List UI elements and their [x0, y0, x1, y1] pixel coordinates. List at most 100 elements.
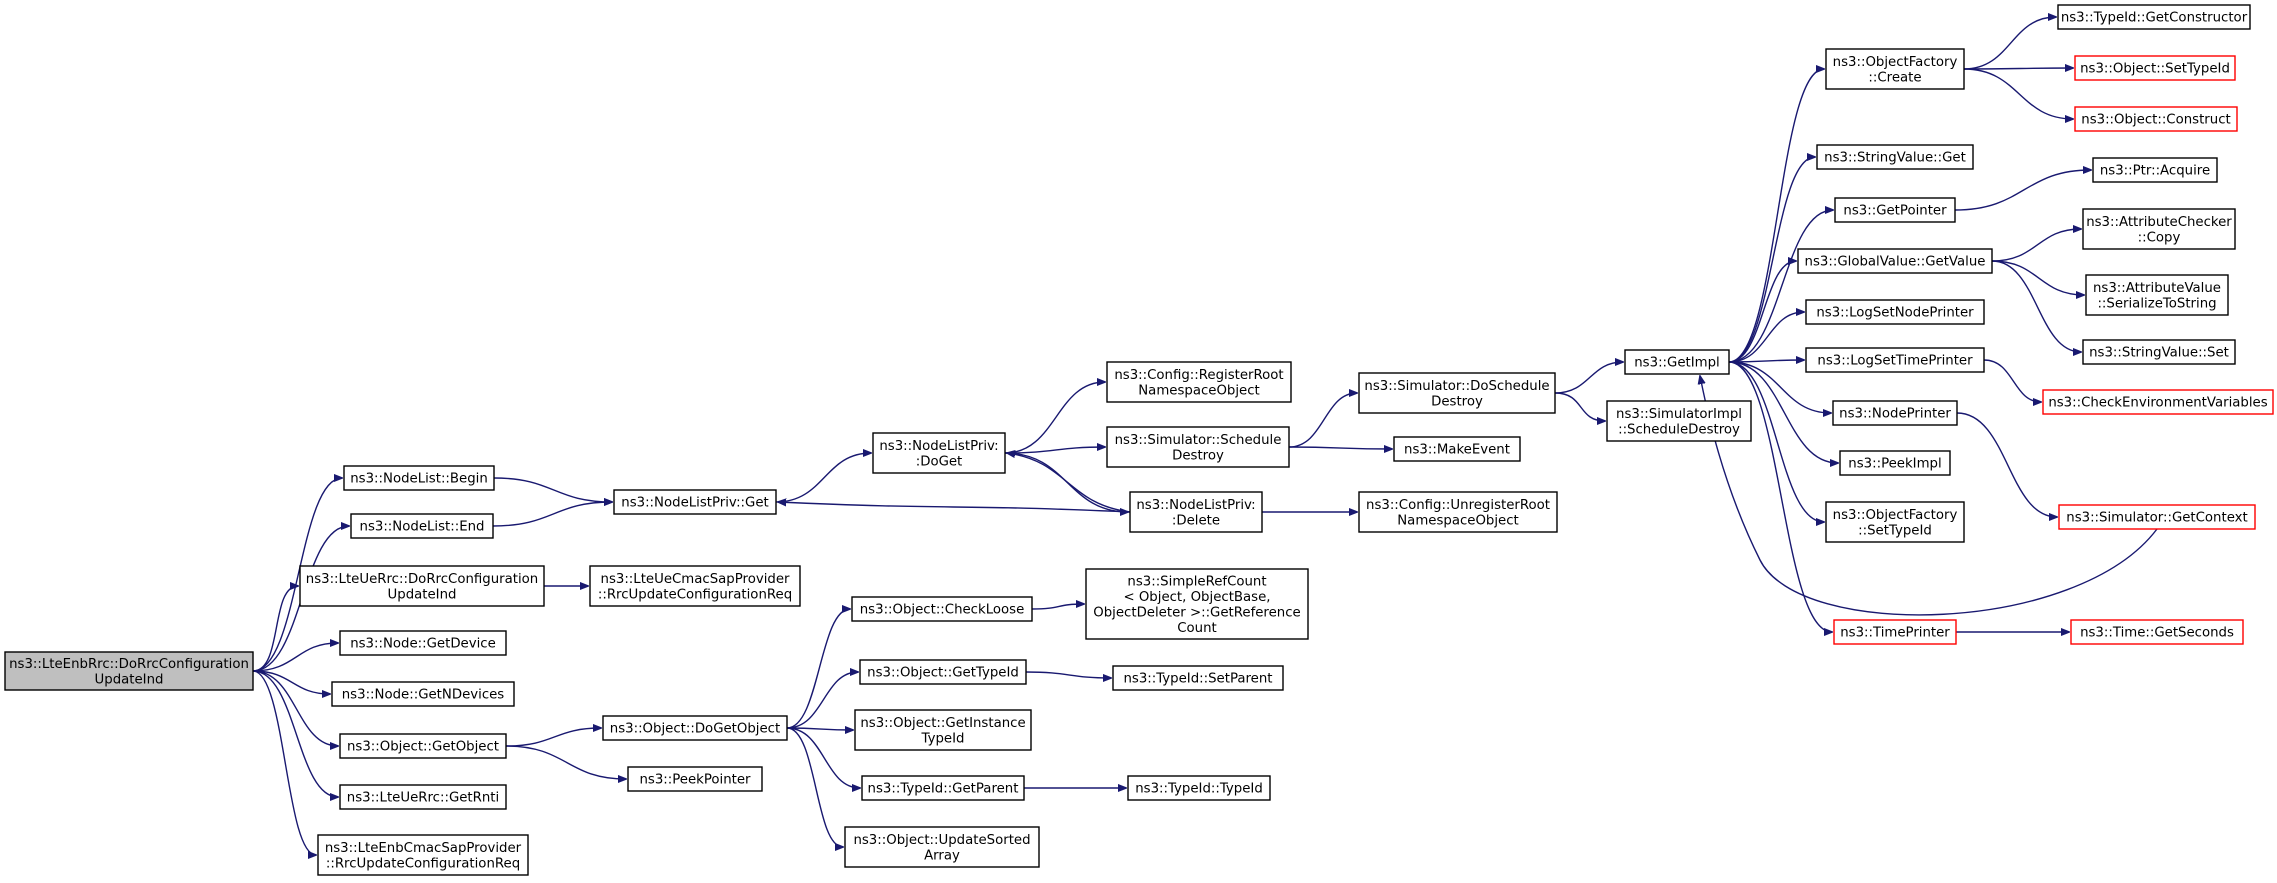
node-objfactory-create[interactable]: ns3::ObjectFactory::Create	[1825, 48, 1965, 90]
node-ue-getrnti[interactable]: ns3::LteUeRrc::GetRnti	[339, 784, 507, 810]
node-obj-checkloose[interactable]: ns3::Object::CheckLoose	[851, 596, 1033, 622]
node-box[interactable]	[1085, 568, 1309, 640]
node-box[interactable]	[613, 489, 777, 515]
node-ptr-acquire[interactable]: ns3::Ptr::Acquire	[2092, 157, 2218, 183]
node-typeid-getconstructor[interactable]: ns3::TypeId::GetConstructor	[2057, 4, 2251, 30]
node-stringvalue-set[interactable]: ns3::StringValue::Set	[2082, 339, 2236, 365]
node-box[interactable]	[299, 565, 545, 607]
node-box[interactable]	[2057, 4, 2251, 30]
node-box[interactable]	[2042, 389, 2274, 415]
node-peekpointer[interactable]: ns3::PeekPointer	[627, 766, 763, 792]
node-box[interactable]	[343, 465, 495, 491]
node-box[interactable]	[627, 766, 763, 792]
node-obj-gettypeid[interactable]: ns3::Object::GetTypeId	[859, 659, 1027, 685]
node-peekimpl[interactable]: ns3::PeekImpl	[1839, 450, 1951, 476]
node-node-getndevices[interactable]: ns3::Node::GetNDevices	[331, 681, 515, 707]
node-box[interactable]	[1816, 144, 1974, 170]
node-typeid-getparent[interactable]: ns3::TypeId::GetParent	[861, 775, 1025, 801]
node-box[interactable]	[602, 715, 788, 741]
node-box[interactable]	[2082, 208, 2236, 250]
node-box[interactable]	[851, 596, 1033, 622]
node-box[interactable]	[1825, 501, 1965, 543]
node-attrvalue-serialize[interactable]: ns3::AttributeValue::SerializeToString	[2085, 274, 2229, 316]
node-checkenvvars[interactable]: ns3::CheckEnvironmentVariables	[2042, 389, 2274, 415]
node-box[interactable]	[854, 709, 1032, 751]
node-box[interactable]	[2085, 274, 2229, 316]
node-nlp-delete[interactable]: ns3::NodeListPriv::Delete	[1129, 491, 1263, 533]
node-box[interactable]	[339, 733, 507, 759]
node-sim-getcontext[interactable]: ns3::Simulator::GetContext	[2058, 504, 2256, 530]
node-obj-dogetobject[interactable]: ns3::Object::DoGetObject	[602, 715, 788, 741]
node-box[interactable]	[1393, 436, 1521, 462]
node-box[interactable]	[1106, 426, 1290, 468]
node-box[interactable]	[1127, 775, 1271, 801]
node-obj-construct[interactable]: ns3::Object::Construct	[2074, 106, 2238, 132]
node-box[interactable]	[1832, 400, 1958, 426]
node-simplerefcount[interactable]: ns3::SimpleRefCount< Object, ObjectBase,…	[1085, 568, 1309, 640]
node-enbcmac-rrcupd[interactable]: ns3::LteEnbCmacSapProvider::RrcUpdateCon…	[317, 834, 529, 876]
node-box[interactable]	[339, 784, 507, 810]
node-nlp-get[interactable]: ns3::NodeListPriv::Get	[613, 489, 777, 515]
node-time-getseconds[interactable]: ns3::Time::GetSeconds	[2070, 619, 2244, 645]
node-box[interactable]	[844, 826, 1040, 868]
node-box[interactable]	[4, 651, 254, 691]
node-nlp-doget[interactable]: ns3::NodeListPriv::DoGet	[872, 432, 1006, 474]
node-box[interactable]	[2058, 504, 2256, 530]
node-logsetnodeprinter[interactable]: ns3::LogSetNodePrinter	[1805, 299, 1985, 325]
node-box[interactable]	[2092, 157, 2218, 183]
node-box[interactable]	[1834, 197, 1956, 223]
node-typeid-typeid[interactable]: ns3::TypeId::TypeId	[1127, 775, 1271, 801]
node-box[interactable]	[1358, 491, 1558, 533]
node-objfactory-settypeid[interactable]: ns3::ObjectFactory::SetTypeId	[1825, 501, 1965, 543]
node-root[interactable]: ns3::LteEnbRrc::DoRrcConfigurationUpdate…	[4, 651, 254, 691]
node-ue-dorrc[interactable]: ns3::LteUeRrc::DoRrcConfigurationUpdateI…	[299, 565, 545, 607]
node-obj-getobject[interactable]: ns3::Object::GetObject	[339, 733, 507, 759]
node-box[interactable]	[1358, 372, 1556, 414]
node-box[interactable]	[1112, 665, 1284, 691]
node-box[interactable]	[861, 775, 1025, 801]
node-box[interactable]	[317, 834, 529, 876]
node-box[interactable]	[1805, 299, 1985, 325]
node-box[interactable]	[2074, 106, 2238, 132]
node-getimpl[interactable]: ns3::GetImpl	[1624, 349, 1730, 375]
node-stringvalue-get[interactable]: ns3::StringValue::Get	[1816, 144, 1974, 170]
node-box[interactable]	[1606, 400, 1752, 442]
node-nl-end[interactable]: ns3::NodeList::End	[350, 513, 494, 539]
node-timeprinter[interactable]: ns3::TimePrinter	[1833, 619, 1957, 645]
node-uecmac-rrcupd[interactable]: ns3::LteUeCmacSapProvider::RrcUpdateConf…	[589, 565, 801, 607]
node-box[interactable]	[1624, 349, 1730, 375]
node-makeevent[interactable]: ns3::MakeEvent	[1393, 436, 1521, 462]
node-box[interactable]	[2074, 55, 2236, 81]
node-simimpl-scheduledestroy[interactable]: ns3::SimulatorImpl::ScheduleDestroy	[1606, 400, 1752, 442]
node-nodeprinter[interactable]: ns3::NodePrinter	[1832, 400, 1958, 426]
node-getpointer[interactable]: ns3::GetPointer	[1834, 197, 1956, 223]
node-box[interactable]	[872, 432, 1006, 474]
node-sim-scheduledestroy[interactable]: ns3::Simulator::ScheduleDestroy	[1106, 426, 1290, 468]
node-cfg-unregisterroot[interactable]: ns3::Config::UnregisterRootNamespaceObje…	[1358, 491, 1558, 533]
node-globalvalue-getvalue[interactable]: ns3::GlobalValue::GetValue	[1797, 248, 1993, 274]
node-box[interactable]	[1106, 361, 1292, 403]
node-box[interactable]	[859, 659, 1027, 685]
node-obj-settypeid[interactable]: ns3::Object::SetTypeId	[2074, 55, 2236, 81]
node-node-getdevice[interactable]: ns3::Node::GetDevice	[339, 630, 507, 656]
node-logsettimeprinter[interactable]: ns3::LogSetTimePrinter	[1805, 347, 1985, 373]
node-box[interactable]	[1839, 450, 1951, 476]
node-box[interactable]	[1797, 248, 1993, 274]
node-box[interactable]	[1825, 48, 1965, 90]
node-box[interactable]	[331, 681, 515, 707]
node-box[interactable]	[2070, 619, 2244, 645]
node-typeid-setparent[interactable]: ns3::TypeId::SetParent	[1112, 665, 1284, 691]
node-box[interactable]	[339, 630, 507, 656]
node-box[interactable]	[2082, 339, 2236, 365]
node-box[interactable]	[1129, 491, 1263, 533]
node-box[interactable]	[589, 565, 801, 607]
node-box[interactable]	[1833, 619, 1957, 645]
node-nl-begin[interactable]: ns3::NodeList::Begin	[343, 465, 495, 491]
node-box[interactable]	[350, 513, 494, 539]
node-box[interactable]	[1805, 347, 1985, 373]
node-attrchecker-copy[interactable]: ns3::AttributeChecker::Copy	[2082, 208, 2236, 250]
